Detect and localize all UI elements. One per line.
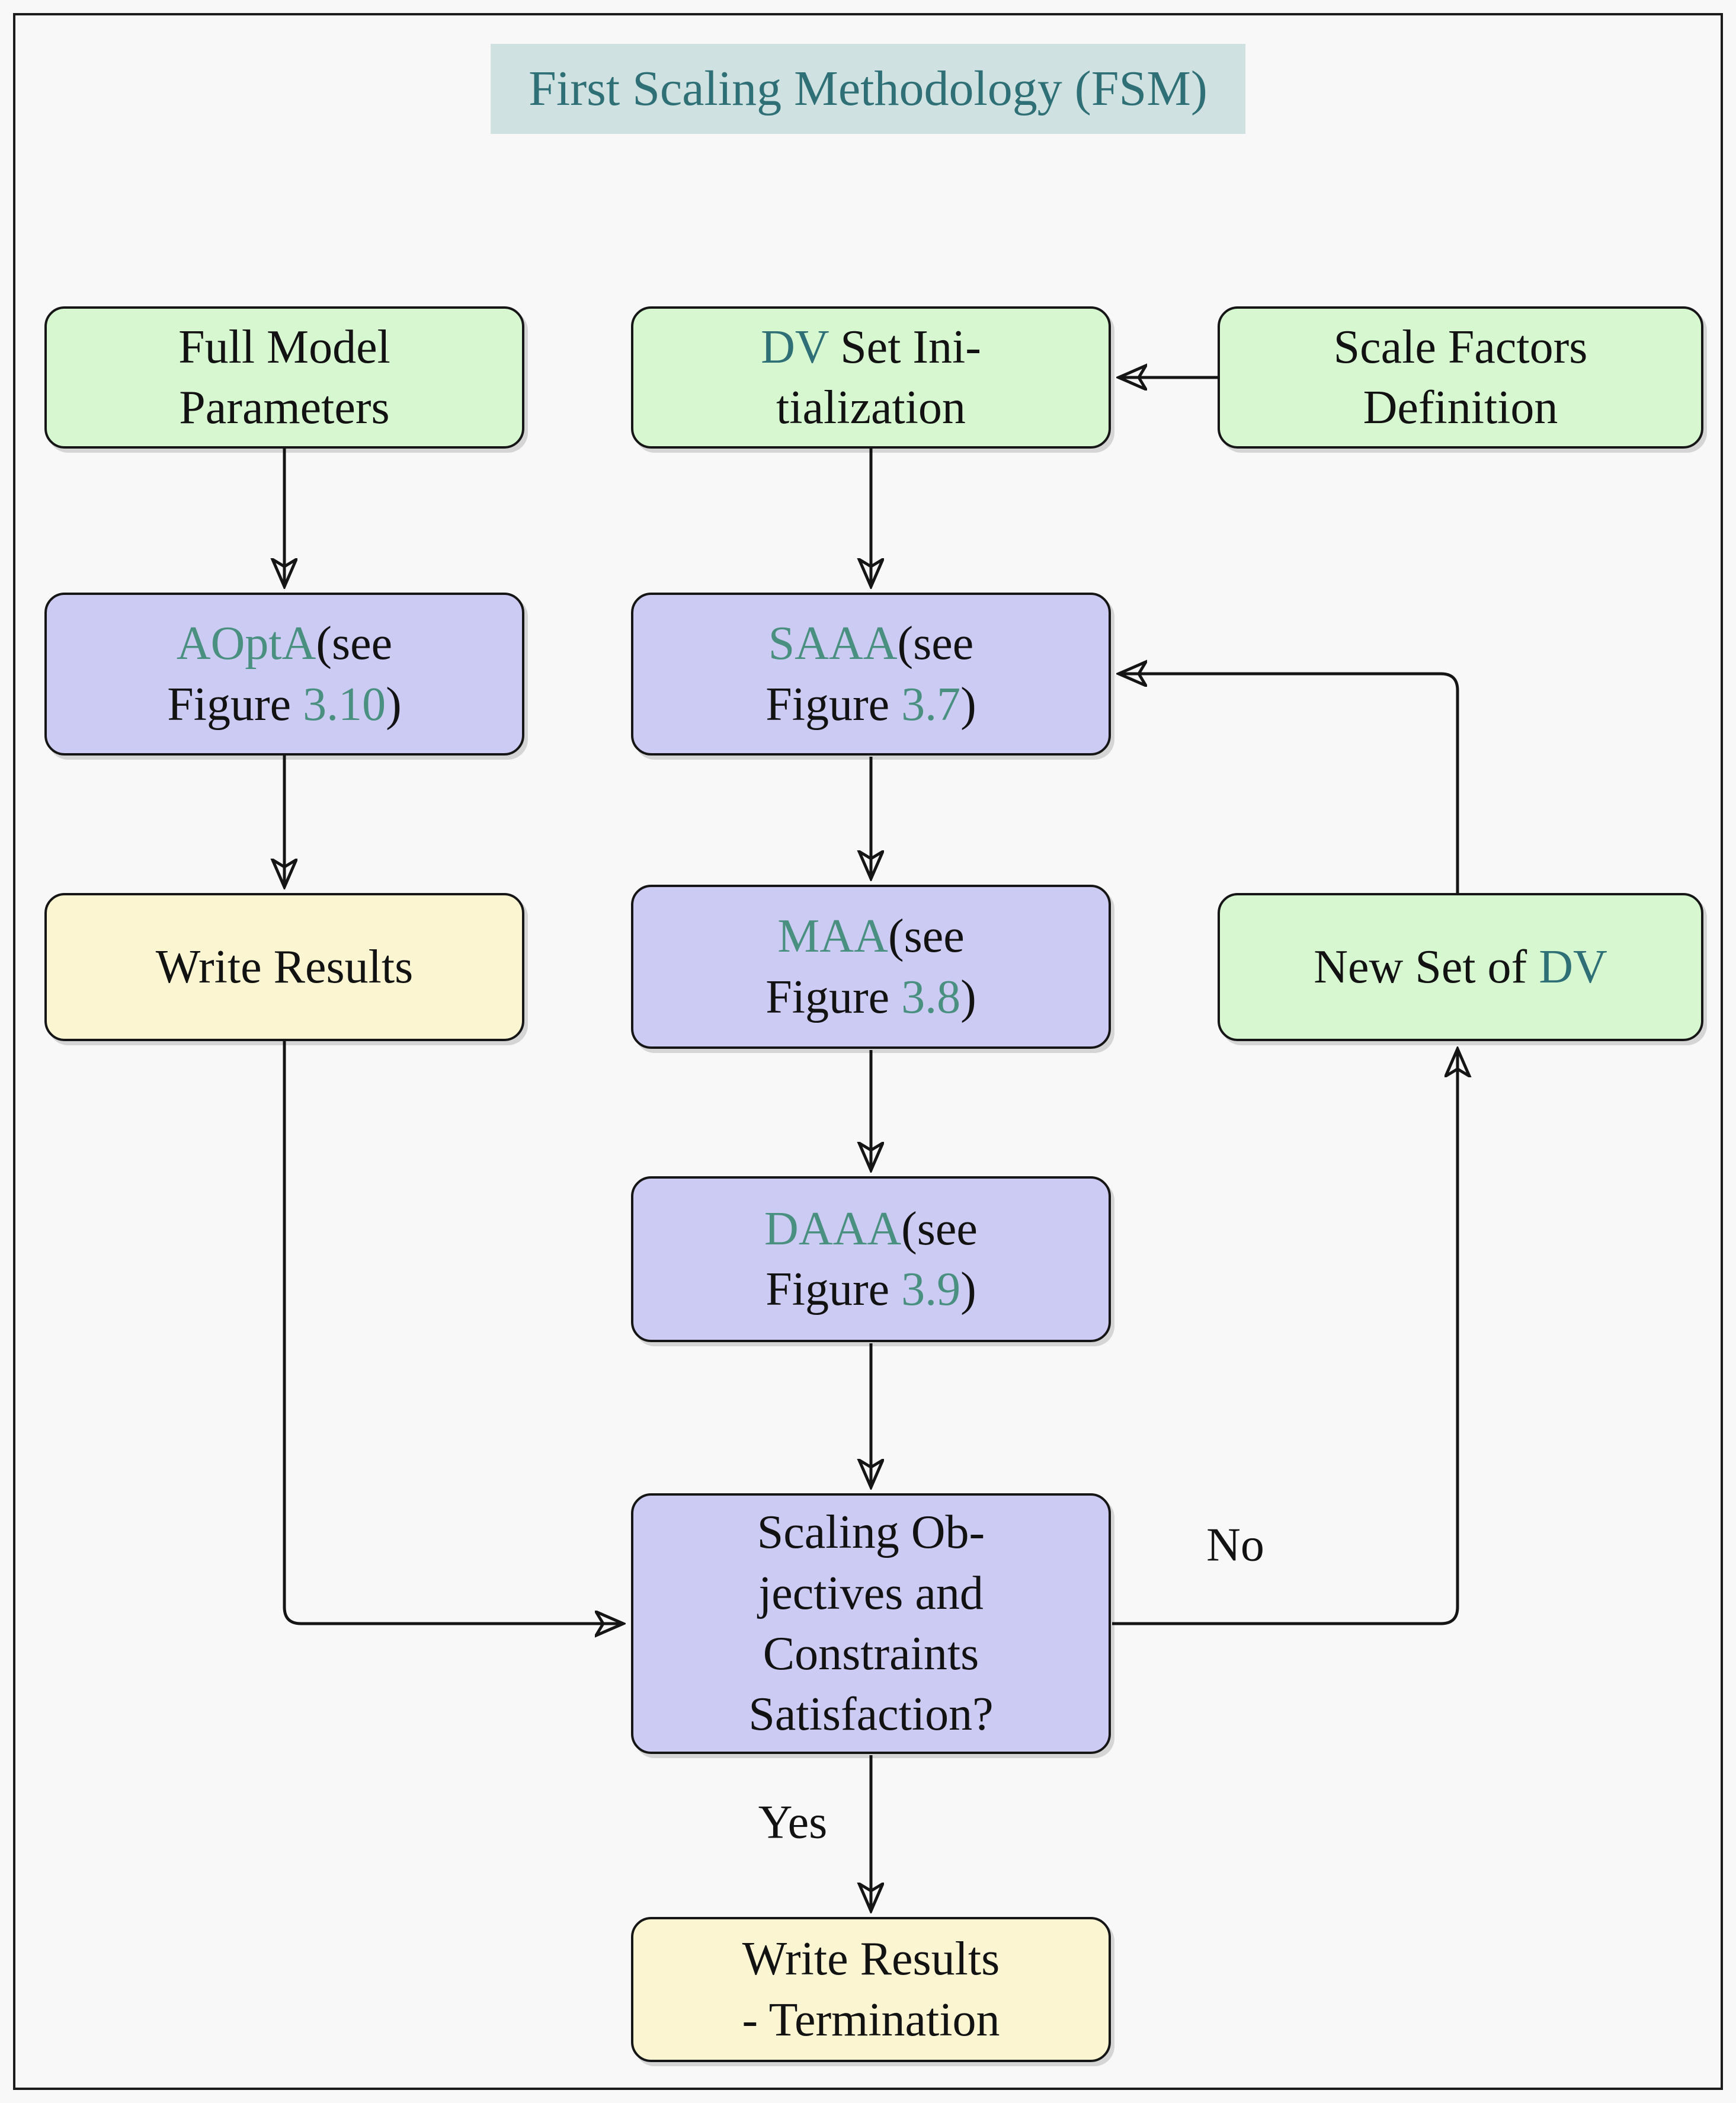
- arrow-write-results-to-decision: [283, 1041, 622, 1624]
- node-write-results-termination-label: Write Results- Termination: [742, 1933, 1000, 2046]
- diagram-title: First Scaling Methodology (FSM): [491, 44, 1245, 134]
- node-new-set-of-dv: New Set of DV: [1218, 893, 1703, 1041]
- node-dv-set-initialization-label: DV Set Ini-tialization: [761, 321, 981, 434]
- node-write-results-label: Write Results: [155, 940, 414, 993]
- edge-label-yes: Yes: [758, 1796, 828, 1849]
- node-write-results: Write Results: [44, 893, 524, 1041]
- node-dv-set-initialization: DV Set Ini-tialization: [631, 306, 1111, 449]
- arrow-decision-no-to-new-dv: [1112, 1050, 1458, 1625]
- edge-label-no: No: [1206, 1519, 1264, 1571]
- arrow-new-dv-to-saaa: [1120, 674, 1459, 893]
- node-write-results-termination: Write Results- Termination: [631, 1917, 1111, 2062]
- diagram-frame: [13, 13, 1723, 2090]
- node-new-set-of-dv-label: New Set of DV: [1314, 940, 1607, 993]
